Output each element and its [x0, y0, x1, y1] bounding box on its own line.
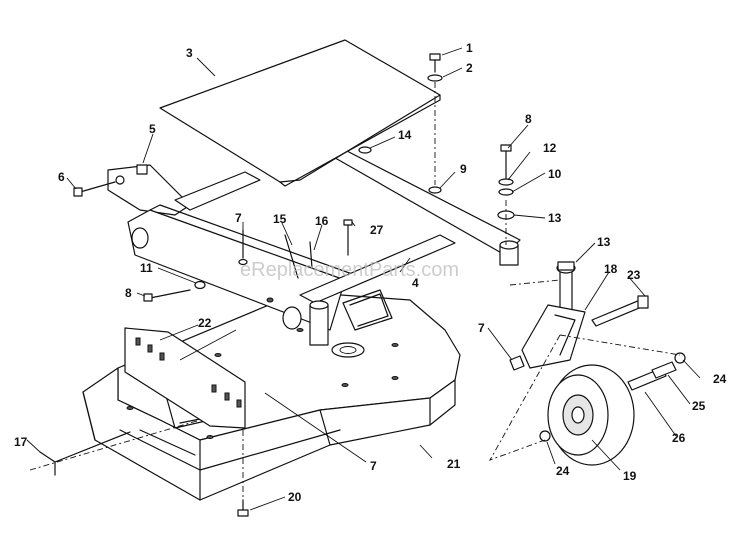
part-label-24-bottom: 24	[556, 464, 570, 478]
part-label-26: 26	[672, 431, 686, 445]
part-label-16: 16	[315, 214, 329, 228]
part-label-3: 3	[186, 46, 193, 60]
part-label-17: 17	[14, 435, 28, 449]
part-label-2: 2	[466, 61, 473, 75]
mounting-frame	[107, 149, 521, 346]
caster-wheel	[547, 364, 635, 466]
part-label-13-lower: 13	[597, 235, 611, 249]
part-label-14: 14	[398, 128, 412, 142]
part-label-9: 9	[460, 162, 467, 176]
caster-yoke	[521, 262, 586, 369]
part-label-18: 18	[604, 262, 618, 276]
leader-lines	[26, 47, 701, 511]
hardware	[29, 53, 686, 517]
watermark-text: eReplacementParts.com	[240, 259, 459, 281]
part-label-12: 12	[543, 141, 557, 155]
part-label-25: 25	[692, 399, 706, 413]
part-label-5: 5	[149, 122, 156, 136]
part-label-10: 10	[548, 167, 562, 181]
part-label-8-top: 8	[525, 112, 532, 126]
part-label-7-top: 7	[235, 211, 242, 225]
part-label-19: 19	[623, 469, 637, 483]
part-label-22: 22	[198, 316, 212, 330]
part-label-15: 15	[273, 212, 287, 226]
part-label-27: 27	[370, 223, 384, 237]
height-adjust-plate	[124, 327, 246, 429]
part-label-8-left: 8	[125, 286, 132, 300]
part-labels: 1 2 3 5 6 7 7 7 8 8 9 10 11 12 13 13 14 …	[14, 41, 727, 504]
part-label-1: 1	[466, 41, 473, 55]
part-label-4: 4	[412, 276, 419, 290]
part-label-11: 11	[140, 261, 153, 275]
part-label-20: 20	[288, 490, 302, 504]
part-label-24-right: 24	[713, 372, 727, 386]
platform-plate	[159, 39, 441, 187]
part-label-21: 21	[447, 457, 461, 471]
part-label-7-right: 7	[478, 321, 485, 335]
part-label-13-upper: 13	[548, 211, 562, 225]
part-label-7-bottom: 7	[370, 459, 377, 473]
deck-housing	[82, 289, 461, 501]
part-label-6: 6	[58, 170, 65, 184]
part-label-23: 23	[627, 268, 641, 282]
